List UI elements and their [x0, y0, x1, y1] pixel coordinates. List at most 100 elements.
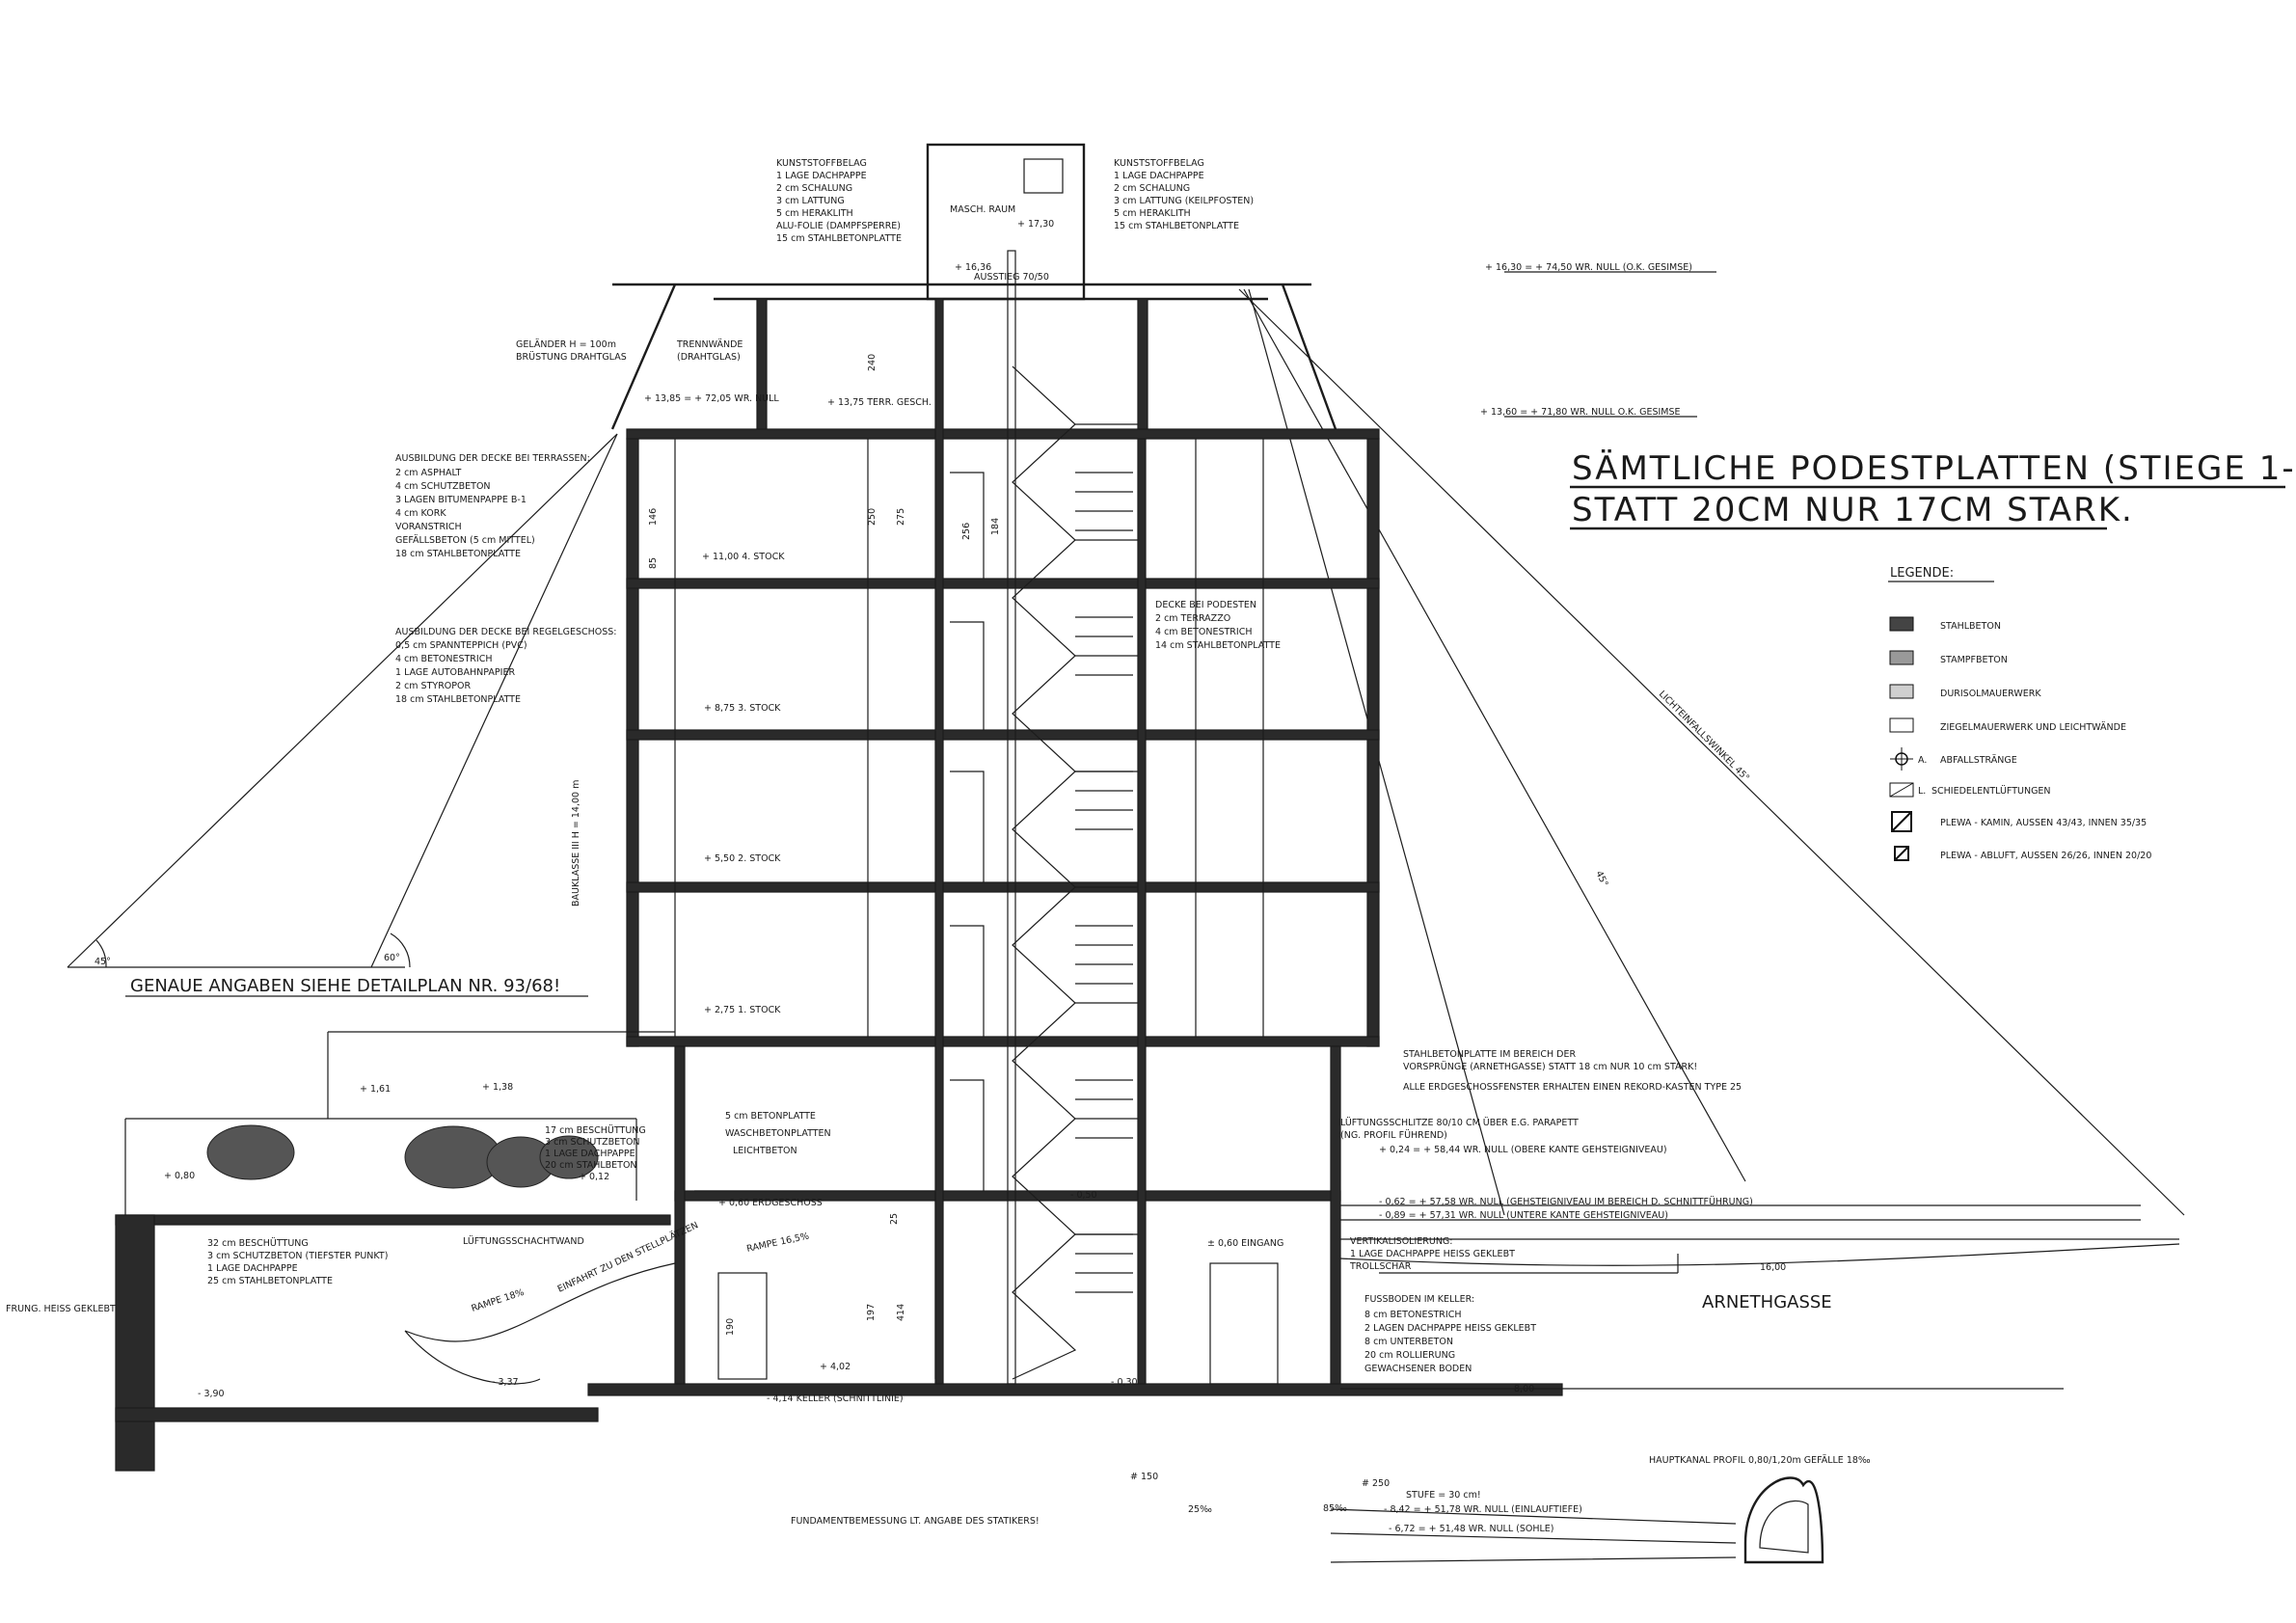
planter-line: 20 cm STAHLBETON [545, 1160, 637, 1171]
partition-note-2: (DRAHTGLAS) [677, 352, 741, 363]
dim-label: 85 [648, 557, 659, 569]
dim-label: 414 [896, 1304, 906, 1321]
building-section [587, 143, 1563, 1396]
dim-16-00: 16,00 [1760, 1262, 1786, 1273]
sight-lines [67, 288, 2185, 1216]
lift-wall [1007, 250, 1016, 1385]
terrace-title: AUSBILDUNG DER DECKE BEI TERRASSEN: [395, 453, 590, 464]
slab-1-stock [626, 1036, 1380, 1047]
courtyard-line: 25 cm STAHLBETONPLATTE [207, 1276, 333, 1286]
planter-line: 1 LAGE DACHPAPPE [545, 1149, 635, 1159]
misc-dim: - 0,30 [1111, 1377, 1138, 1388]
cellar-slope: 25‰ [1188, 1504, 1212, 1515]
misc-dim: - 0,50 [1070, 1190, 1097, 1201]
dim-8-00: 8,00 [1514, 1384, 1534, 1394]
dim-label: 256 [961, 523, 972, 540]
stair-wall-right [1137, 438, 1147, 1385]
landing-ceiling-notes: DECKE BEI PODESTEN 2 cm TERRAZZO 4 cm BE… [1155, 600, 1281, 651]
legend-item-label: PLEWA - ABLUFT, AUSSEN 26/26, INNEN 20/2… [1940, 851, 2151, 861]
misc-dimension-labels: + 1,38 + 1,61 - 0,50 - 3,37 - 3,90 + 4,0… [164, 1082, 1138, 1399]
legend-item-label: ABFALLSTRÄNGE [1940, 755, 2017, 766]
dotted-swatch [1889, 650, 1914, 665]
landing-line: 2 cm TERRAZZO [1155, 613, 1230, 624]
planter-line: 3 cm SCHUTZBETON [545, 1137, 640, 1148]
baulinie-label: BAUKLASSE III H = 14,00 m [571, 780, 581, 906]
legend-item-label: DURISOLMAUERWERK [1940, 689, 2041, 699]
basement-line: 8 cm BETONESTRICH [1364, 1310, 1461, 1320]
landing-line: 4 cm BETONESTRICH [1155, 627, 1252, 637]
sewer-pipe-size: # 250 [1362, 1478, 1390, 1489]
hatched-dense-swatch [1889, 616, 1914, 632]
elevation-13-85: + 13,85 = + 72,05 WR. NULL [644, 393, 779, 404]
street-lines [1339, 1204, 2180, 1390]
sewer-pipe-size-2: # 150 [1130, 1472, 1158, 1482]
cross-hatched-swatch [1889, 684, 1914, 699]
drain-stack-symbol [1890, 747, 1913, 771]
terrace-slab [626, 428, 1380, 440]
eg-wall-right [1330, 1045, 1341, 1385]
terrace-line: 4 cm KORK [395, 508, 446, 519]
planter-line: + 0,12 [579, 1172, 609, 1182]
exhaust-symbol [1894, 846, 1909, 861]
window-lines [674, 439, 1264, 1191]
slab-2-stock [626, 881, 1380, 893]
angle-label-right: 45° [1593, 869, 1609, 888]
ground-floor-notes: STAHLBETONPLATTE IM BEREICH DER VORSPRÜN… [1340, 1049, 1753, 1221]
roof-hatch-label: AUSSTIEG 70/50 [974, 272, 1049, 283]
dim-label: 275 [896, 508, 906, 526]
planter-line: 17 cm BESCHÜTTUNG [545, 1125, 646, 1136]
basement-line: 2 LAGEN DACHPAPPE HEISS GEKLEBT [1364, 1323, 1536, 1334]
dim-label: 184 [990, 518, 1001, 535]
legend-item-label: ZIEGELMAUERWERK UND LEICHTWÄNDE [1940, 722, 2126, 733]
courtyard-line: 3 cm SCHUTZBETON (TIEFSTER PUNKT) [207, 1251, 388, 1261]
floor-dimensions: 146 85 250 275 256 184 240 25 197 414 19… [648, 354, 1001, 1336]
insulation-line: TROLLSCHAR [1349, 1261, 1412, 1272]
legend: LEGENDE: STAHLBETON STAMPFBETON DURISOLM… [1888, 566, 2151, 861]
machine-room-label: MASCH. RAUM [950, 204, 1015, 215]
level-3-stock: + 8,75 3. STOCK [704, 703, 781, 714]
slab-4-stock [626, 578, 1380, 589]
dim-label: 197 [866, 1304, 877, 1321]
light-angle-label: LICHTEINFALLSWINKEL 45° [1657, 689, 1751, 783]
misc-dim: - 3,90 [198, 1389, 225, 1399]
hatch-icon [1023, 158, 1064, 194]
elevation-ok-gesimse-2: + 13,60 = + 71,80 WR. NULL O.K. GESIMSE [1480, 407, 1681, 418]
dim-label: 250 [867, 508, 878, 526]
slab-keller [587, 1383, 1563, 1396]
gf-note: - 0,89 = + 57,31 WR. NULL (UNTERE KANTE … [1379, 1210, 1668, 1221]
regular-ceiling-notes: AUSBILDUNG DER DECKE BEI REGELGESCHOSS: … [395, 627, 617, 705]
terrace-line: GEFÄLLSBETON (5 cm MITTEL) [395, 535, 535, 546]
terrace-line: 18 cm STAHLBETONPLATTE [395, 549, 521, 559]
note-line-1: SÄMTLICHE PODESTPLATTEN (STIEGE 1-4) [1572, 449, 2296, 488]
elevation-16-36: + 16,36 [955, 262, 991, 273]
gf-note: VORSPRÜNGE (ARNETHGASSE) STATT 18 cm NUR… [1403, 1062, 1697, 1072]
gf-note: - 0,62 = + 57,58 WR. NULL (GEHSTEIGNIVEA… [1379, 1197, 1753, 1207]
courtyard-line: 1 LAGE DACHPAPPE [207, 1263, 298, 1274]
roof-right-line: 1 LAGE DACHPAPPE [1114, 171, 1204, 181]
sewer-gradient: 85‰ [1323, 1503, 1347, 1514]
terrace-line: 3 LAGEN BITUMENPAPPE B-1 [395, 495, 527, 505]
roof-right-title: KUNSTSTOFFBELAG [1114, 158, 1204, 169]
misc-dim: + 4,02 [820, 1362, 851, 1372]
side-note: FRUNG. HEISS GEKLEBT [6, 1304, 116, 1314]
eg-line: 5 cm BETONPLATTE [725, 1111, 816, 1122]
level-1-stock: + 2,75 1. STOCK [704, 1005, 781, 1015]
misc-dim: + 1,61 [360, 1084, 391, 1095]
gf-note: ALLE ERDGESCHOSSFENSTER ERHALTEN EINEN R… [1403, 1082, 1742, 1093]
courtyard-line: 32 cm BESCHÜTTUNG [207, 1238, 309, 1249]
gf-note: + 0,24 = + 58,44 WR. NULL (OBERE KANTE G… [1379, 1145, 1667, 1155]
dim-label: 146 [648, 508, 659, 526]
landing-line: 14 cm STAHLBETONPLATTE [1155, 640, 1281, 651]
partition-note-1: TRENNWÄNDE [676, 339, 743, 350]
terrace-line: VORANSTRICH [395, 522, 462, 532]
roof-right-line: 3 cm LATTUNG (KEILPFOSTEN) [1114, 196, 1254, 206]
level-terrace: + 13,75 TERR. GESCH. [827, 397, 932, 408]
note-line-2: STATT 20CM NUR 17CM STARK. [1572, 491, 2134, 529]
basement-line: 20 cm ROLLIERUNG [1364, 1350, 1455, 1361]
courtyard-planting [206, 1124, 599, 1189]
legend-item-label: PLEWA - KAMIN, AUSSEN 43/43, INNEN 35/35 [1940, 818, 2147, 828]
penthouse-wall-left [756, 298, 768, 430]
roof-left-line: 5 cm HERAKLITH [776, 208, 853, 219]
roof-left-title: KUNSTSTOFFBELAG [776, 158, 867, 169]
